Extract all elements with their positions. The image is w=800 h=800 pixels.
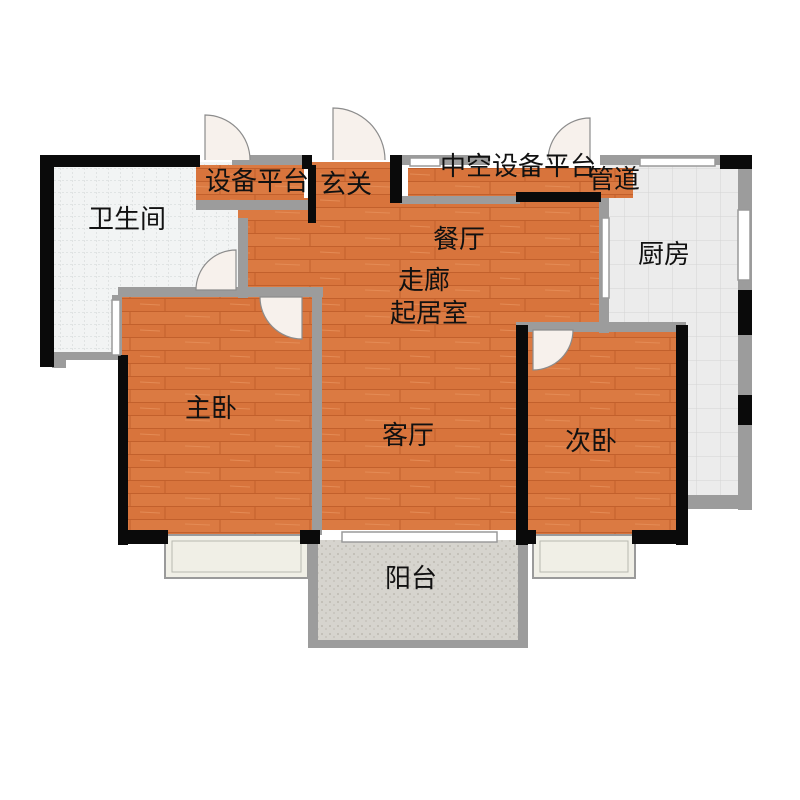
black-walls — [40, 155, 752, 545]
entrance-door-swing — [332, 107, 386, 161]
door-swings — [195, 107, 591, 371]
label-atrium: 中空 — [440, 152, 492, 182]
master-door-swing — [259, 296, 303, 340]
living-floor — [318, 300, 523, 530]
label-lounge: 客厅 — [382, 421, 434, 451]
second-balcony-window — [532, 534, 636, 579]
bathroom-door-swing — [195, 249, 237, 291]
label-kitchen: 厨房 — [638, 240, 690, 270]
right-platform-door-swing — [547, 117, 591, 161]
label-bathroom: 卫生间 — [88, 205, 166, 235]
windows — [111, 157, 751, 543]
equipment-door-swing — [204, 114, 251, 161]
label-second-bedroom: 次卧 — [565, 427, 617, 457]
label-dining: 餐厅 — [433, 225, 485, 255]
label-corridor: 走廊 — [398, 266, 450, 296]
second-bedroom-door-swing — [532, 329, 574, 371]
label-equipment-platform-left: 设备平台 — [205, 167, 309, 197]
label-living-room: 起居室 — [390, 299, 468, 329]
balcony-floor — [312, 540, 524, 640]
label-balcony: 阳台 — [385, 564, 437, 594]
label-equipment-platform-right: 设备平台 — [492, 152, 596, 182]
label-pipe-shaft: 管道 — [588, 165, 640, 195]
label-entrance: 玄关 — [320, 170, 372, 200]
label-master-bedroom: 主卧 — [185, 394, 237, 424]
